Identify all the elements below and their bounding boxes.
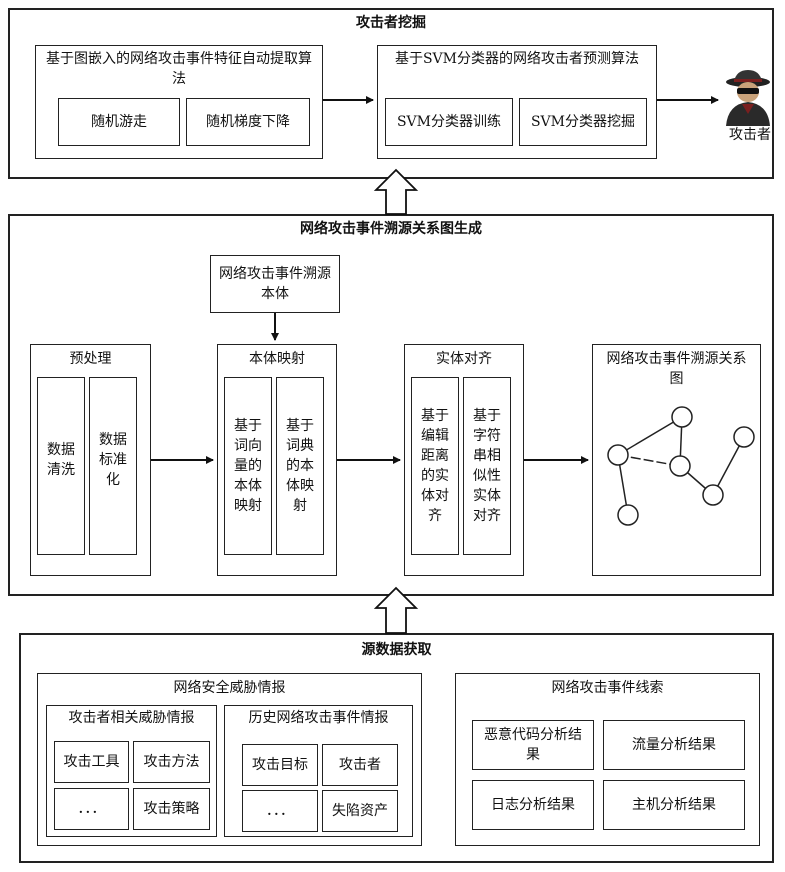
attacker-intel-title: 攻击者相关威胁情报 [68, 710, 195, 726]
attacker-icon [726, 70, 770, 126]
provenance-graph-box: 网络攻击事件溯源关系图 [592, 344, 761, 576]
word-vector-mapping-text: 基于词向量的本体映射 [234, 418, 262, 514]
history-intel-title: 历史网络攻击事件情报 [248, 710, 389, 726]
sgd-box: 随机梯度下降 [186, 98, 310, 146]
svm-mining-box: SVM分类器挖掘 [519, 98, 647, 146]
ontology-mapping-box: 本体映射 基于词向量的本体映射 基于词典的本体映射 [217, 344, 337, 576]
provenance-graph-drawing [607, 406, 755, 526]
preprocess-box: 预处理 数据清洗 数据标准化 [30, 344, 151, 576]
feature-extraction-box: 基于图嵌入的网络攻击事件特征自动提取算法 随机游走 随机梯度下降 [35, 45, 323, 159]
attacker-intel-box: 攻击者相关威胁情报 攻击工具 攻击方法 ．．． 攻击策略 [46, 705, 217, 837]
data-normalization-text: 数据标准化 [99, 432, 127, 488]
feature-extraction-title: 基于图嵌入的网络攻击事件特征自动提取算法 [46, 51, 312, 87]
threat-intel-box: 网络安全威胁情报 攻击者相关威胁情报 攻击工具 攻击方法 ．．． 攻击策略 历史… [37, 673, 422, 846]
attack-target-box: 攻击目标 [242, 744, 318, 786]
string-similarity-alignment-text: 基于字符串相似性实体对齐 [473, 408, 501, 524]
threat-intel-title: 网络安全威胁情报 [173, 680, 286, 696]
svm-prediction-title: 基于SVM分类器的网络攻击者预测算法 [394, 51, 640, 67]
edit-distance-alignment-text: 基于编辑距离的实体对齐 [421, 408, 449, 524]
attack-methods-box: 攻击方法 [133, 741, 210, 783]
section-title: 攻击者挖掘 [356, 15, 426, 31]
compromised-assets-box: 失陷资产 [322, 790, 398, 832]
entity-alignment-box: 实体对齐 基于编辑距离的实体对齐 基于字符串相似性实体对齐 [404, 344, 524, 576]
attack-clues-box: 网络攻击事件线索 恶意代码分析结果 流量分析结果 日志分析结果 主机分析结果 [455, 673, 760, 846]
ontology-box: 网络攻击事件溯源本体 [210, 255, 340, 313]
traffic-analysis-box: 流量分析结果 [603, 720, 745, 770]
ontology-mapping-title: 本体映射 [249, 351, 305, 367]
graph-node [669, 455, 691, 477]
data-cleaning-box: 数据清洗 [37, 377, 85, 555]
random-walk-box: 随机游走 [58, 98, 180, 146]
log-analysis-box: 日志分析结果 [472, 780, 594, 830]
ellipsis-box: ．．． [242, 790, 318, 832]
entity-alignment-title: 实体对齐 [436, 351, 492, 367]
attack-tools-box: 攻击工具 [54, 741, 129, 783]
malware-analysis-box: 恶意代码分析结果 [472, 720, 594, 770]
history-intel-box: 历史网络攻击事件情报 攻击目标 攻击者 ．．． 失陷资产 [224, 705, 413, 837]
attacker-box: 攻击者 [322, 744, 398, 786]
word-vector-mapping-box: 基于词向量的本体映射 [224, 377, 272, 555]
section-title: 网络攻击事件溯源关系图生成 [300, 221, 482, 237]
graph-node [733, 426, 755, 448]
dictionary-mapping-text: 基于词典的本体映射 [286, 418, 314, 514]
svm-prediction-box: 基于SVM分类器的网络攻击者预测算法 SVM分类器训练 SVM分类器挖掘 [377, 45, 657, 159]
provenance-graph-title: 网络攻击事件溯源关系图 [606, 351, 747, 387]
attack-clues-title: 网络攻击事件线索 [551, 680, 664, 696]
edit-distance-alignment-box: 基于编辑距离的实体对齐 [411, 377, 459, 555]
data-cleaning-text: 数据清洗 [47, 442, 75, 478]
preprocess-title: 预处理 [69, 351, 112, 367]
section-title: 源数据获取 [361, 642, 432, 658]
data-normalization-box: 数据标准化 [89, 377, 137, 555]
graph-node [671, 406, 693, 428]
attack-strategy-box: 攻击策略 [133, 788, 210, 830]
svm-training-box: SVM分类器训练 [385, 98, 513, 146]
graph-node [607, 444, 629, 466]
graph-node [617, 504, 639, 526]
ellipsis-box: ．．． [54, 788, 129, 830]
string-similarity-alignment-box: 基于字符串相似性实体对齐 [463, 377, 511, 555]
host-analysis-box: 主机分析结果 [603, 780, 745, 830]
dictionary-mapping-box: 基于词典的本体映射 [276, 377, 324, 555]
attacker-label: 攻击者 [729, 127, 771, 143]
graph-node [702, 484, 724, 506]
